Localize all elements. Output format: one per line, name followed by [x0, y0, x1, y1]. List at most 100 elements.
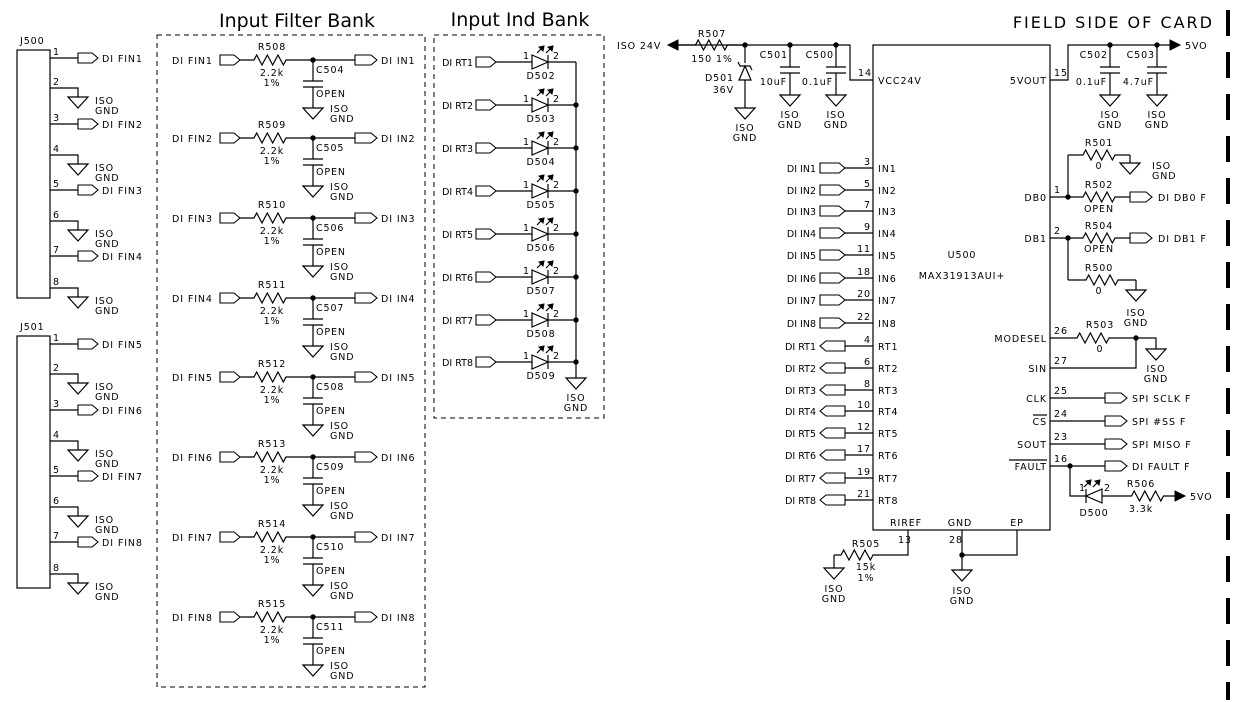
resistor-tolerance: 1% — [858, 573, 875, 584]
pin-number: 1 — [523, 137, 530, 148]
net-flag-icon[interactable] — [219, 371, 241, 383]
net-flag-icon[interactable] — [819, 494, 846, 506]
net-flag-icon[interactable] — [219, 292, 241, 304]
net-flag-icon[interactable] — [77, 250, 99, 262]
net-flag-icon[interactable] — [819, 384, 846, 396]
net-flag-icon[interactable] — [354, 371, 378, 383]
capacitor-ref: C507 — [316, 303, 344, 314]
net-flag-icon[interactable] — [475, 142, 497, 154]
net-flag-icon[interactable] — [475, 228, 497, 240]
net-flag-icon[interactable] — [475, 99, 497, 111]
led-ref: D508 — [526, 329, 555, 340]
net-flag-icon[interactable] — [1129, 191, 1153, 203]
gnd-label: ISO — [824, 584, 843, 595]
net-flag-icon[interactable] — [77, 118, 99, 130]
net-flag-icon[interactable] — [475, 185, 497, 197]
gnd-label: ISO — [330, 661, 349, 672]
net-flag-icon[interactable] — [819, 340, 846, 352]
pin-number: 2 — [553, 180, 560, 191]
net-flag-icon[interactable] — [1104, 438, 1128, 450]
net-label: DI IN5 — [787, 251, 816, 262]
capacitor-ref: C510 — [316, 542, 344, 553]
net-flag-icon[interactable] — [1129, 232, 1153, 244]
net-flag-icon[interactable] — [819, 227, 846, 239]
net-flag-icon[interactable] — [219, 132, 241, 144]
wire — [1136, 337, 1157, 349]
resistor-ref: R511 — [258, 280, 286, 291]
net-flag-icon[interactable] — [354, 611, 378, 623]
capacitor-ref: C505 — [316, 143, 344, 154]
net-flag-icon[interactable] — [77, 184, 99, 196]
net-flag-icon[interactable] — [219, 54, 241, 66]
led-icon — [531, 183, 550, 199]
gnd-label: ISO — [735, 123, 754, 134]
net-flag-icon[interactable] — [819, 427, 846, 439]
net-flag-icon[interactable] — [219, 212, 241, 224]
net-flag-icon[interactable] — [1104, 460, 1128, 472]
net-flag-icon[interactable] — [354, 292, 378, 304]
wire — [1069, 466, 1086, 497]
net-flag-icon[interactable] — [77, 52, 99, 64]
pin-number: 2 — [53, 77, 60, 88]
capacitor-value: OPEN — [316, 646, 346, 657]
net-flag-icon[interactable] — [819, 205, 846, 217]
net-flag-icon[interactable] — [354, 54, 378, 66]
pin-number: 20 — [857, 289, 871, 300]
net-flag-icon[interactable] — [219, 611, 241, 623]
led-icon — [531, 312, 550, 328]
net-flag-icon[interactable] — [819, 272, 846, 284]
gnd-label: ISO — [330, 421, 349, 432]
light-arrow-icon — [537, 131, 545, 139]
net-flag-icon[interactable] — [1104, 415, 1128, 427]
net-flag-icon[interactable] — [354, 531, 378, 543]
gnd-label: ISO — [95, 515, 114, 526]
gnd-label: GND — [95, 592, 119, 603]
gnd-label: GND — [564, 403, 588, 414]
net-flag-icon[interactable] — [819, 405, 846, 417]
net-flag-icon[interactable] — [819, 162, 846, 174]
net-flag-icon[interactable] — [819, 317, 846, 329]
net-label: DI IN8 — [381, 613, 416, 624]
net-label: DI FIN2 — [102, 120, 143, 131]
net-flag-icon[interactable] — [819, 362, 846, 374]
net-flag-icon[interactable] — [819, 184, 846, 196]
net-label: DI IN3 — [787, 207, 816, 218]
net-flag-icon[interactable] — [354, 451, 378, 463]
resistor-ref: R504 — [1085, 221, 1113, 232]
pin-name: RT5 — [878, 429, 898, 440]
net-label: DI FIN6 — [102, 406, 143, 417]
net-flag-icon[interactable] — [819, 449, 846, 461]
net-flag-icon[interactable] — [219, 531, 241, 543]
net-flag-icon[interactable] — [475, 356, 497, 368]
resistor-icon — [240, 530, 300, 544]
net-flag-icon[interactable] — [77, 470, 99, 482]
net-flag-icon[interactable] — [475, 56, 497, 68]
net-flag-icon[interactable] — [819, 294, 846, 306]
net-flag-icon[interactable] — [219, 451, 241, 463]
net-flag-icon[interactable] — [475, 271, 497, 283]
ground-icon — [66, 163, 90, 176]
net-flag-icon[interactable] — [77, 338, 99, 350]
resistor-ref: R502 — [1085, 180, 1113, 191]
net-flag-icon[interactable] — [819, 249, 846, 261]
capacitor-value: OPEN — [316, 486, 346, 497]
pin-number: 5 — [53, 179, 60, 190]
resistor-value: 2.2k — [260, 385, 284, 396]
zener-icon — [738, 64, 752, 81]
resistor-icon — [240, 450, 300, 464]
net-flag-icon[interactable] — [77, 404, 99, 416]
gnd-label: ISO — [566, 393, 585, 404]
led-ref: D505 — [526, 200, 555, 211]
gnd-label: ISO — [95, 449, 114, 460]
net-flag-icon[interactable] — [77, 536, 99, 548]
pin-number: 25 — [1054, 386, 1068, 397]
pin-name: RT8 — [878, 496, 898, 507]
net-flag-icon[interactable] — [475, 314, 497, 326]
ground-icon — [1144, 348, 1168, 361]
resistor-ref: R506 — [1127, 479, 1155, 490]
net-flag-icon[interactable] — [1104, 392, 1128, 404]
net-flag-icon[interactable] — [819, 472, 846, 484]
net-flag-icon[interactable] — [354, 132, 378, 144]
net-flag-icon[interactable] — [354, 212, 378, 224]
